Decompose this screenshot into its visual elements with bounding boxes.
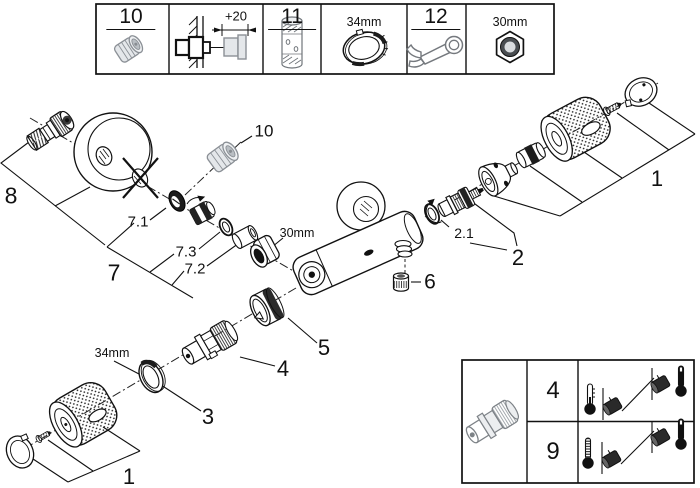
legend-item-11-number: 11 — [268, 5, 316, 31]
temp-row-cold-pictogram — [581, 418, 688, 474]
callout-2: 2 — [511, 245, 525, 270]
wall-union-disc — [336, 181, 386, 231]
omitted-part-x-mark — [122, 157, 159, 199]
callout-7-2: 7.2 — [184, 260, 206, 278]
callout-34mm: 34mm — [94, 345, 130, 360]
temp-table-row-4: 4 — [546, 377, 560, 404]
callout-7: 7 — [107, 259, 121, 286]
handle-bottom — [48, 382, 118, 448]
callout-30mm: 30mm — [279, 225, 315, 240]
s-union-fitting — [26, 110, 75, 151]
callout-5: 5 — [317, 335, 331, 360]
legend-34mm-size: 34mm — [346, 14, 382, 29]
ring-nut-34mm-icon — [342, 28, 389, 67]
cover-cap-top — [624, 77, 658, 108]
handle-top — [540, 96, 611, 162]
part-5-stop-ring — [249, 287, 285, 327]
extension-adapter-icon — [113, 35, 144, 63]
o-ring-7-3 — [218, 217, 234, 237]
union-nut-30mm — [249, 234, 280, 268]
callout-8: 8 — [4, 182, 18, 209]
screw-bottom — [35, 430, 52, 443]
wall-extension-diagram-icon — [174, 16, 256, 69]
cover-cap-bottom — [5, 433, 35, 469]
part-7-2-spacer — [231, 224, 259, 250]
part-7-1-seal — [168, 190, 186, 212]
check-valve — [186, 195, 216, 226]
part-10-extension — [206, 141, 239, 173]
part-2-thermo-element — [425, 186, 484, 224]
callout-3: 3 — [201, 404, 215, 429]
cartridge-icon — [465, 399, 520, 444]
callout-1-right: 1 — [650, 166, 664, 191]
extension-tube-icon — [281, 16, 303, 69]
legend-plus20-dimension: +20 — [224, 8, 248, 24]
callout-7-3: 7.3 — [175, 243, 197, 261]
adapter-sleeve — [515, 142, 546, 169]
union-nut-30mm-icon — [495, 30, 525, 64]
part-3-ring — [138, 359, 166, 394]
callout-6: 6 — [424, 270, 436, 294]
callout-2-1: 2.1 — [454, 225, 474, 241]
dimension-arrows — [212, 24, 256, 36]
part-4-thermo-element — [181, 320, 239, 365]
escutcheon — [73, 112, 153, 192]
temp-row-hot-pictogram — [583, 365, 688, 420]
callout-4: 4 — [276, 356, 290, 381]
callout-7-1: 7.1 — [127, 213, 149, 231]
legend-item-10-number: 10 — [106, 5, 156, 31]
callout-10: 10 — [254, 121, 274, 141]
wrench-icon — [406, 35, 464, 68]
legend-item-12-number: 12 — [411, 5, 461, 31]
screw-top — [603, 102, 622, 116]
mixer-body — [292, 210, 424, 296]
legend-30mm-size: 30mm — [492, 14, 528, 29]
part-6-nipple — [392, 272, 410, 292]
callout-leader-lines — [0, 102, 696, 483]
temp-table-row-9: 9 — [546, 438, 560, 465]
stop-ring-cap — [478, 162, 519, 197]
legend-top-box — [95, 3, 555, 75]
shower-outlet — [394, 239, 413, 258]
callout-1-bottom: 1 — [122, 464, 136, 488]
